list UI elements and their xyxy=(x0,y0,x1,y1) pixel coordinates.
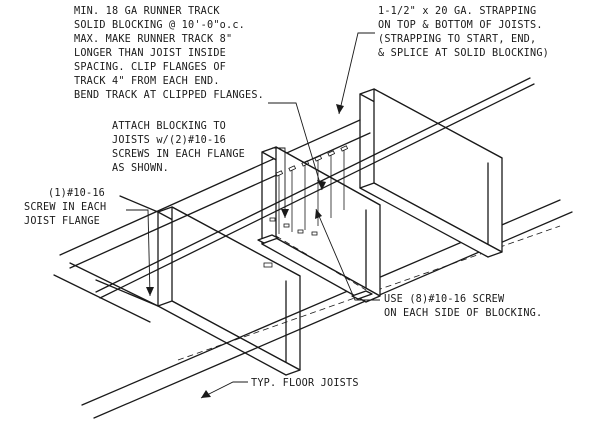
note-joist-screw: (1)#10-16 SCREW IN EACH JOIST FLANGE xyxy=(24,188,106,227)
strapping xyxy=(95,77,535,299)
svg-text:ON TOP & BOTTOM OF JOISTS.: ON TOP & BOTTOM OF JOISTS. xyxy=(378,20,543,31)
svg-text:(1)#10-16: (1)#10-16 xyxy=(48,188,105,199)
svg-text:ATTACH BLOCKING TO: ATTACH BLOCKING TO xyxy=(112,121,226,132)
svg-text:JOISTS w/(2)#10-16: JOISTS w/(2)#10-16 xyxy=(112,135,226,146)
svg-text:LONGER THAN JOIST INSIDE: LONGER THAN JOIST INSIDE xyxy=(74,48,226,59)
svg-text:ON EACH SIDE OF BLOCKING.: ON EACH SIDE OF BLOCKING. xyxy=(384,308,542,319)
note-strapping: 1-1/2" x 20 GA. STRAPPING ON TOP & BOTTO… xyxy=(378,6,549,59)
svg-text:1-1/2" x 20 GA. STRAPPING: 1-1/2" x 20 GA. STRAPPING xyxy=(378,6,536,17)
svg-text:& SPLICE AT SOLID BLOCKING): & SPLICE AT SOLID BLOCKING) xyxy=(378,48,549,59)
svg-text:AS SHOWN.: AS SHOWN. xyxy=(112,163,169,174)
note-runner-track: MIN. 18 GA RUNNER TRACK SOLID BLOCKING @… xyxy=(74,6,264,101)
svg-text:SCREW IN EACH: SCREW IN EACH xyxy=(24,202,106,213)
svg-text:SPACING. CLIP FLANGES OF: SPACING. CLIP FLANGES OF xyxy=(74,62,226,73)
svg-text:SCREWS IN EACH FLANGE: SCREWS IN EACH FLANGE xyxy=(112,149,245,160)
svg-text:SOLID BLOCKING @ 10'-0"o.c.: SOLID BLOCKING @ 10'-0"o.c. xyxy=(74,20,245,31)
note-floor-joists: TYP. FLOOR JOISTS xyxy=(251,378,359,389)
back-joist xyxy=(359,88,503,258)
svg-text:TRACK 4" FROM EACH END.: TRACK 4" FROM EACH END. xyxy=(74,76,220,87)
svg-text:USE (8)#10-16 SCREW: USE (8)#10-16 SCREW xyxy=(384,294,505,305)
solid-blocking xyxy=(257,146,381,303)
front-joist xyxy=(53,195,301,376)
svg-text:MIN. 18 GA RUNNER TRACK: MIN. 18 GA RUNNER TRACK xyxy=(74,6,220,17)
svg-text:TYP. FLOOR JOISTS: TYP. FLOOR JOISTS xyxy=(251,378,359,389)
note-attach-blocking: ATTACH BLOCKING TO JOISTS w/(2)#10-16 SC… xyxy=(112,121,245,174)
svg-text:MAX. MAKE RUNNER TRACK 8": MAX. MAKE RUNNER TRACK 8" xyxy=(74,34,232,45)
svg-text:(STRAPPING TO START, END,: (STRAPPING TO START, END, xyxy=(378,34,536,45)
svg-text:JOIST FLANGE: JOIST FLANGE xyxy=(24,216,100,227)
blocking-screws xyxy=(263,145,349,268)
leader-lines xyxy=(126,32,380,399)
svg-text:BEND TRACK AT CLIPPED FLANGES.: BEND TRACK AT CLIPPED FLANGES. xyxy=(74,90,264,101)
note-blocking-screws: USE (8)#10-16 SCREW ON EACH SIDE OF BLOC… xyxy=(384,294,542,319)
